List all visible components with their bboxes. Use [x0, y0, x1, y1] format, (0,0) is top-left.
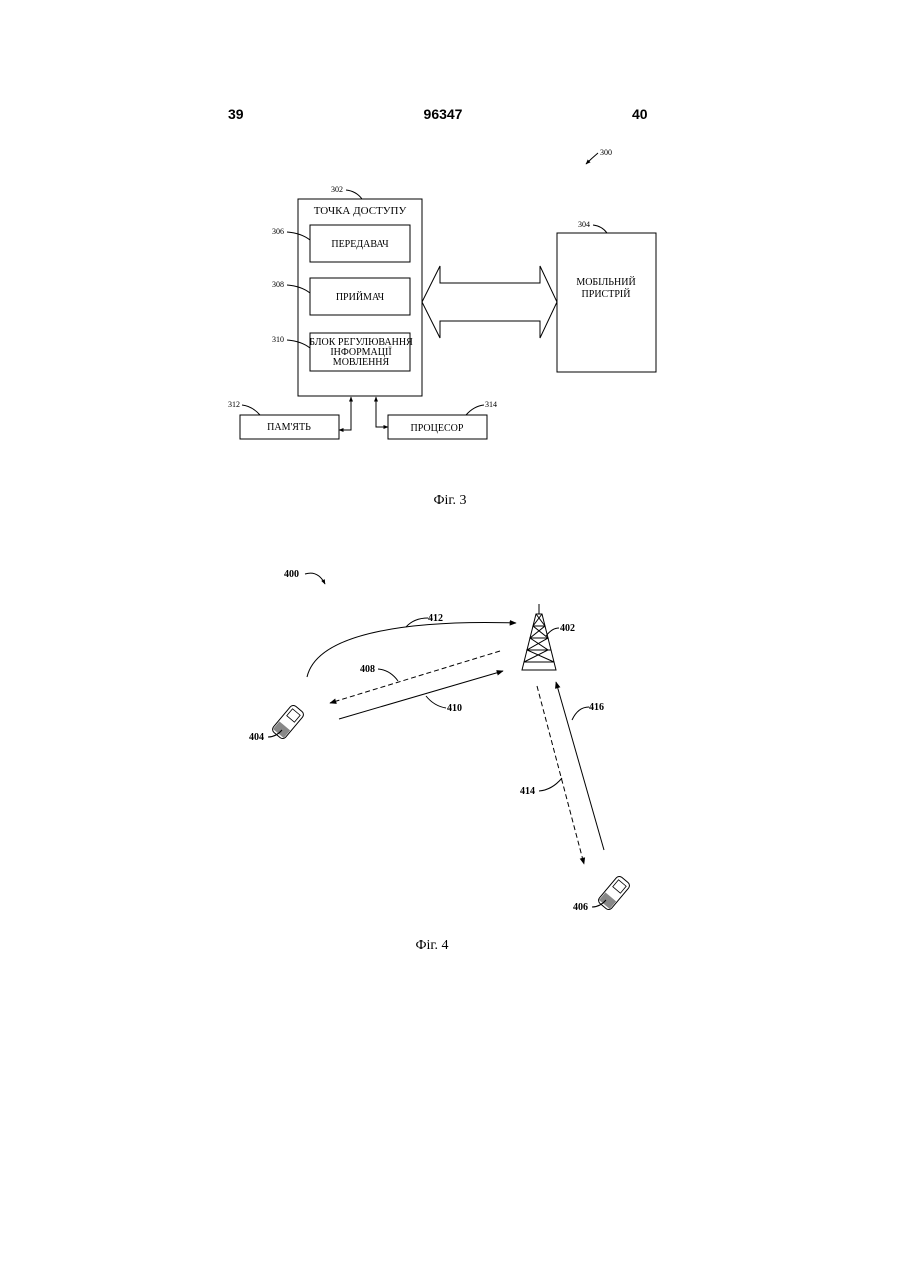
- figure-4-caption: Фіг. 4: [415, 938, 448, 953]
- ref-310: 310: [272, 335, 284, 344]
- ref-312-leader: [242, 405, 260, 415]
- ref-404: 404: [249, 732, 264, 743]
- ref-300-arrow: [586, 153, 598, 164]
- figure-3-caption: Фіг. 3: [433, 493, 466, 508]
- mobile-device-line-2: ПРИСТРІЙ: [582, 288, 631, 300]
- ref-402: 402: [560, 623, 575, 634]
- ref-400: 400: [284, 569, 299, 580]
- ref-302: 302: [331, 185, 343, 194]
- transmitter-label: ПЕРЕДАВАЧ: [331, 239, 389, 250]
- ref-410: 410: [447, 703, 462, 714]
- processor-label: ПРОЦЕСОР: [411, 423, 464, 434]
- ref-414-leader: [539, 778, 562, 791]
- ref-308: 308: [272, 280, 284, 289]
- ref-400-arrow: [305, 573, 325, 584]
- processor-connector: [376, 397, 388, 427]
- patent-number: 96347: [424, 106, 463, 122]
- bidirectional-link-arrow: [422, 266, 557, 338]
- figure-4: 400 402 404 406 412: [249, 569, 631, 953]
- ref-412: 412: [428, 613, 443, 624]
- ref-300: 300: [600, 148, 612, 157]
- ref-416-leader: [572, 707, 589, 720]
- mobile-device-line-1: МОБІЛЬНИЙ: [576, 276, 635, 288]
- base-station-tower-icon: [522, 604, 556, 670]
- ref-414: 414: [520, 786, 535, 797]
- page-number-right: 40: [632, 106, 648, 122]
- link-410-arrow: [339, 671, 503, 719]
- ref-410-leader: [426, 696, 446, 708]
- memory-label: ПАМ'ЯТЬ: [267, 422, 311, 433]
- figure-3: 300 ТОЧКА ДОСТУПУ 302 ПЕРЕДАВАЧ 306 ПРИЙ…: [228, 148, 656, 508]
- ref-314-leader: [466, 405, 484, 415]
- ref-406: 406: [573, 902, 588, 913]
- mobile-handset-406-icon: [597, 875, 631, 911]
- ref-306: 306: [272, 227, 284, 236]
- ref-402-leader: [546, 628, 559, 636]
- page-number-left: 39: [228, 106, 244, 122]
- ref-416: 416: [589, 702, 604, 713]
- ref-302-leader: [346, 190, 362, 199]
- link-408-arrow: [330, 651, 500, 703]
- ref-312: 312: [228, 400, 240, 409]
- ref-304-leader: [593, 225, 607, 233]
- memory-connector: [339, 397, 351, 430]
- ref-408-leader: [378, 669, 398, 681]
- ref-304: 304: [578, 220, 590, 229]
- mobile-device-box: [557, 233, 656, 372]
- receiver-label: ПРИЙМАЧ: [336, 291, 385, 303]
- link-412-arrow: [307, 623, 516, 677]
- ref-408: 408: [360, 664, 375, 675]
- access-point-label: ТОЧКА ДОСТУПУ: [314, 205, 407, 217]
- ref-314: 314: [485, 400, 497, 409]
- broadcast-unit-line-3: МОВЛЕННЯ: [333, 357, 390, 368]
